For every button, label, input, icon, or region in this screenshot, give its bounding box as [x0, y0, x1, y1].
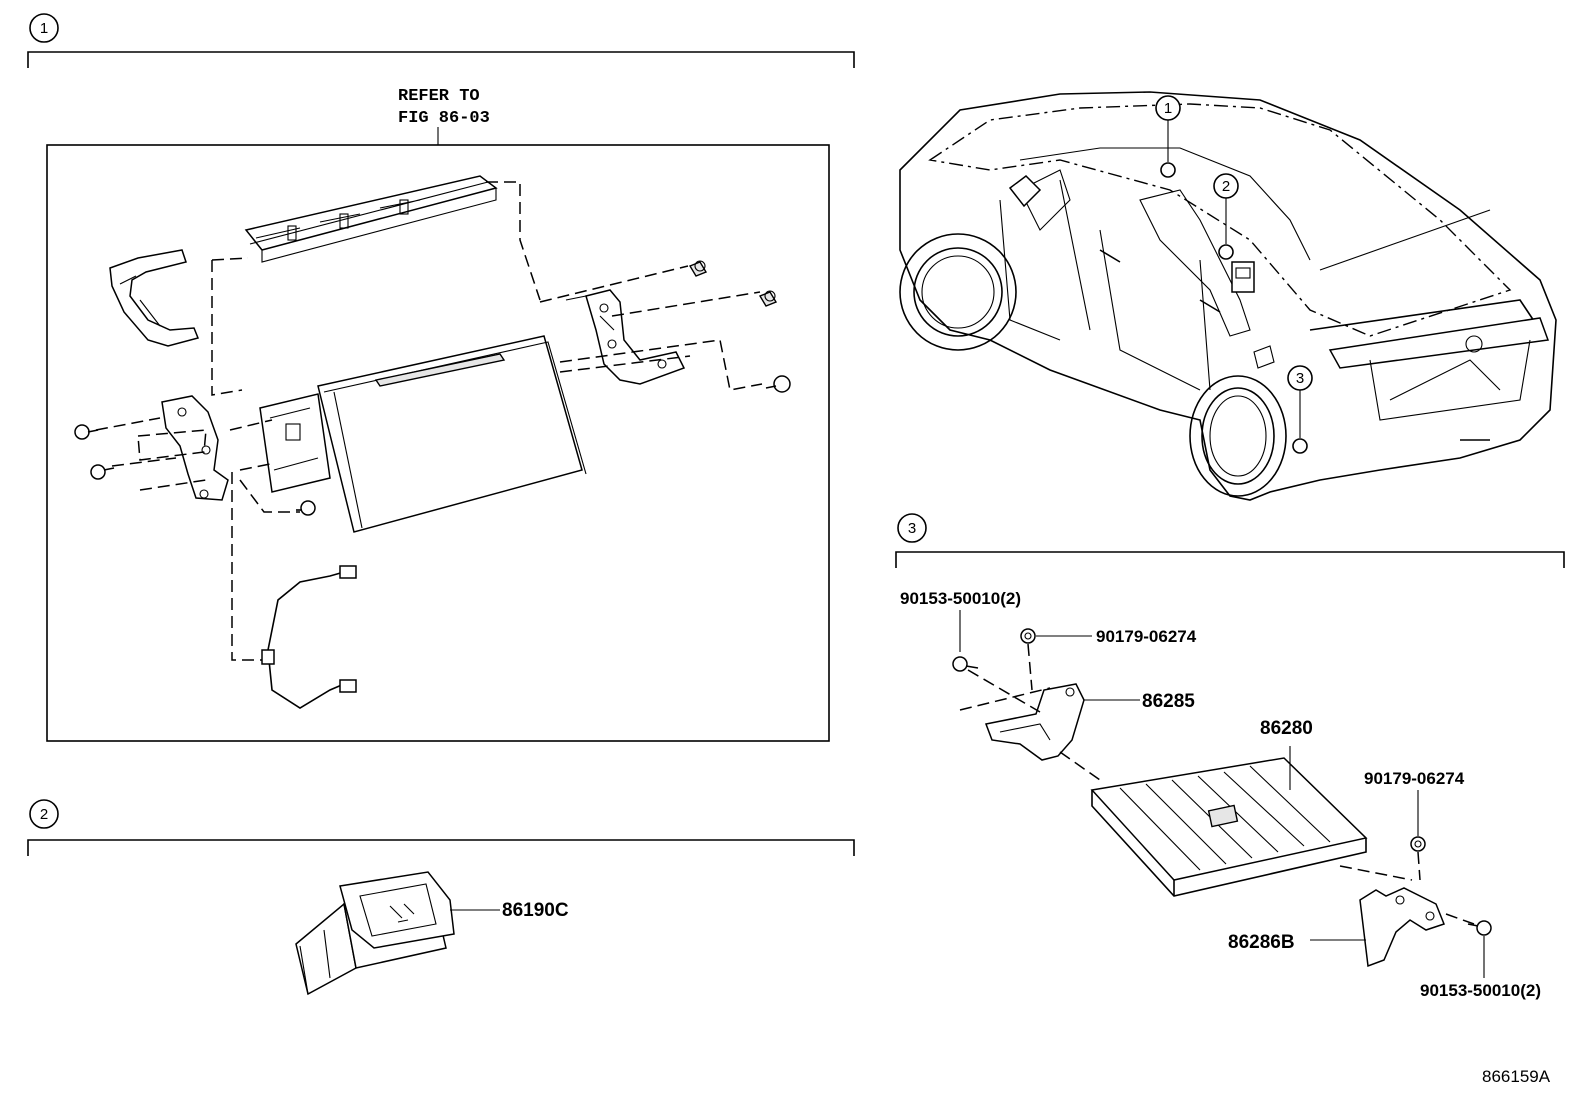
- screw-left-3: [296, 500, 316, 516]
- label-90153-bottom: 90153-50010(2): [1420, 981, 1541, 1000]
- svg-text:3: 3: [1296, 370, 1304, 387]
- section-3-bracket: [895, 551, 1565, 568]
- label-90153-top: 90153-50010(2): [900, 589, 1021, 608]
- bracket-86285-part: [984, 683, 1085, 761]
- left-bracket-part: [161, 395, 229, 501]
- assembly-frame: [46, 144, 830, 742]
- section-1-marker: [29, 13, 59, 43]
- car-callout-1: 1: [1155, 95, 1181, 178]
- amplifier-86280-part: [1090, 757, 1368, 897]
- upper-bracket-part: [244, 175, 498, 263]
- left-wire-bracket-part: [109, 249, 200, 347]
- label-90179-right: 90179-06274: [1364, 769, 1465, 788]
- screw-left-2: [90, 464, 115, 480]
- svg-text:1: 1: [1164, 100, 1172, 117]
- svg-text:2: 2: [1222, 178, 1230, 195]
- section-1-number: 1: [40, 20, 48, 37]
- section-3-marker: [897, 513, 927, 543]
- section-3: 3 90153-50010(2) 90179-06274 86285: [895, 513, 1565, 1000]
- screw-left-1: [74, 424, 99, 440]
- screw-right-1: [688, 260, 708, 277]
- vehicle-illustration: 1 2 3: [899, 91, 1557, 501]
- section-2-number: 2: [40, 806, 48, 823]
- label-90179-top: 90179-06274: [1096, 627, 1197, 646]
- section-2-marker: [29, 799, 59, 829]
- car-callout-2: 2: [1213, 173, 1239, 260]
- nut-90179-top: [1020, 628, 1036, 644]
- bolt-90153-bottom: [1467, 920, 1492, 936]
- right-bracket-part: [565, 289, 686, 385]
- module-86190C-part: [295, 871, 455, 996]
- section-1: 1 REFER TO FIG 86-03: [27, 13, 855, 742]
- nut-90179-right: [1410, 836, 1426, 852]
- bracket-86286B-part: [1359, 887, 1445, 968]
- section-3-number: 3: [908, 520, 916, 537]
- section-2: 2 86190C: [27, 799, 855, 996]
- section-2-bracket: [27, 839, 855, 856]
- bolt-90153-top: [952, 656, 979, 672]
- label-86286B: 86286B: [1228, 932, 1295, 953]
- car-callout-3: 3: [1287, 365, 1313, 454]
- screw-right-3: [765, 375, 791, 393]
- label-86280: 86280: [1260, 718, 1313, 739]
- screw-right-2: [758, 290, 778, 307]
- figure-code: 866159A: [1482, 1067, 1551, 1086]
- label-86285: 86285: [1142, 691, 1195, 712]
- refer-to-label: REFER TO: [398, 87, 480, 106]
- display-cable-part: [261, 565, 357, 709]
- label-86190C: 86190C: [502, 900, 569, 921]
- section-1-bracket: [27, 51, 855, 68]
- display-unit-part: [259, 335, 587, 533]
- refer-fig-label: FIG 86-03: [398, 109, 490, 128]
